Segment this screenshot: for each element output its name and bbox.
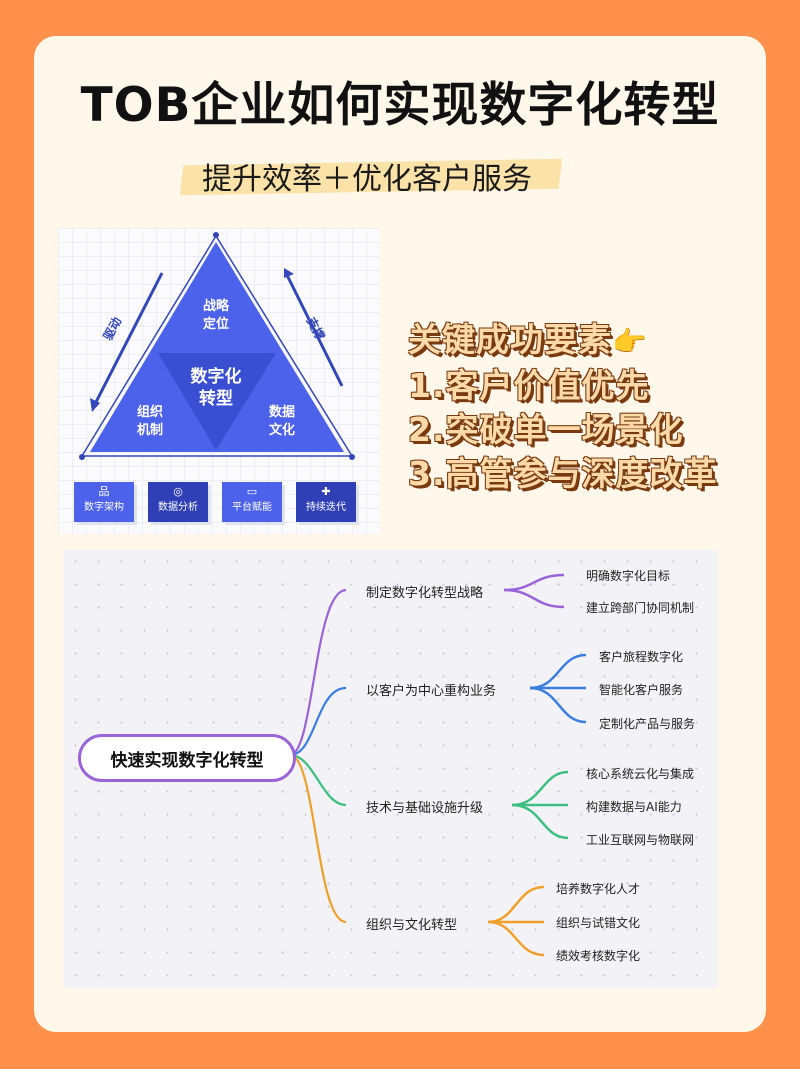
branch-strategy: 制定数字化转型战略 [366,586,484,601]
triangle-diagram: 战略定位 数字化转型 组织机制 数据文化 驱动 支撑 品 数字架构 ◎ 数据分析… [58,228,380,534]
center-label: 数字化转型 [190,367,242,409]
page-title: TOB企业如何实现数字化转型 [80,78,720,133]
mindmap: 快速实现数字化转型 制定数字化转型战略 明确数字化目标 建立跨部门协同机制 以客… [64,550,718,988]
branch-customer: 以客户为中心重构业务 [366,684,497,699]
branch-technology: 技术与基础设施升级 [366,801,484,816]
leaf: 培养数字化人才 [556,882,641,896]
tile-digital-architecture: 品 数字架构 [74,482,134,522]
leaf: 智能化客户服务 [599,683,684,697]
leaf: 核心系统云化与集成 [586,767,695,781]
factors-heading: 关键成功要素👉 [408,320,648,359]
target-icon: ◎ [173,485,183,498]
leaf: 组织与试错文化 [556,916,641,930]
capability-tiles: 品 数字架构 ◎ 数据分析 ▭ 平台赋能 ✚ 持续迭代 [74,482,364,526]
factor-item: 2.突破单一场景化 [408,410,684,449]
leaf: 工业互联网与物联网 [586,833,695,847]
monitor-icon: ▭ [246,485,258,498]
org-chart-icon: 品 [98,485,110,498]
leaf: 明确数字化目标 [586,569,671,583]
strategy-label: 战略定位 [202,299,229,332]
leaf: 定制化产品与服务 [599,717,696,731]
mindmap-connectors [289,573,587,957]
factor-item: 3.高管参与深度改革 [408,454,718,493]
subtitle: 提升效率＋优化客户服务 [202,162,532,197]
subtitle-banner: 提升效率＋优化客户服务 [179,150,580,197]
pointing-hand-icon: 👉 [612,325,648,358]
leaf: 构建数据与AI能力 [586,800,682,814]
tile-continuous-iteration: ✚ 持续迭代 [296,482,356,522]
leaf: 客户旅程数字化 [599,650,684,664]
leaf: 建立跨部门协同机制 [586,601,695,615]
key-factors: 关键成功要素👉 1.客户价值优先 2.突破单一场景化 3.高管参与深度改革 [408,318,718,496]
mindmap-root: 快速实现数字化转型 [78,734,296,782]
branch-organization: 组织与文化转型 [366,918,458,933]
tile-data-analysis: ◎ 数据分析 [148,482,208,522]
puzzle-icon: ✚ [321,485,331,498]
tile-platform-enablement: ▭ 平台赋能 [222,482,282,522]
factor-item: 1.客户价值优先 [408,366,650,405]
organization-label: 组织机制 [136,405,163,438]
leaf: 绩效考核数字化 [556,949,641,963]
data-culture-label: 数据文化 [268,405,295,438]
triangle-shape [79,232,355,460]
